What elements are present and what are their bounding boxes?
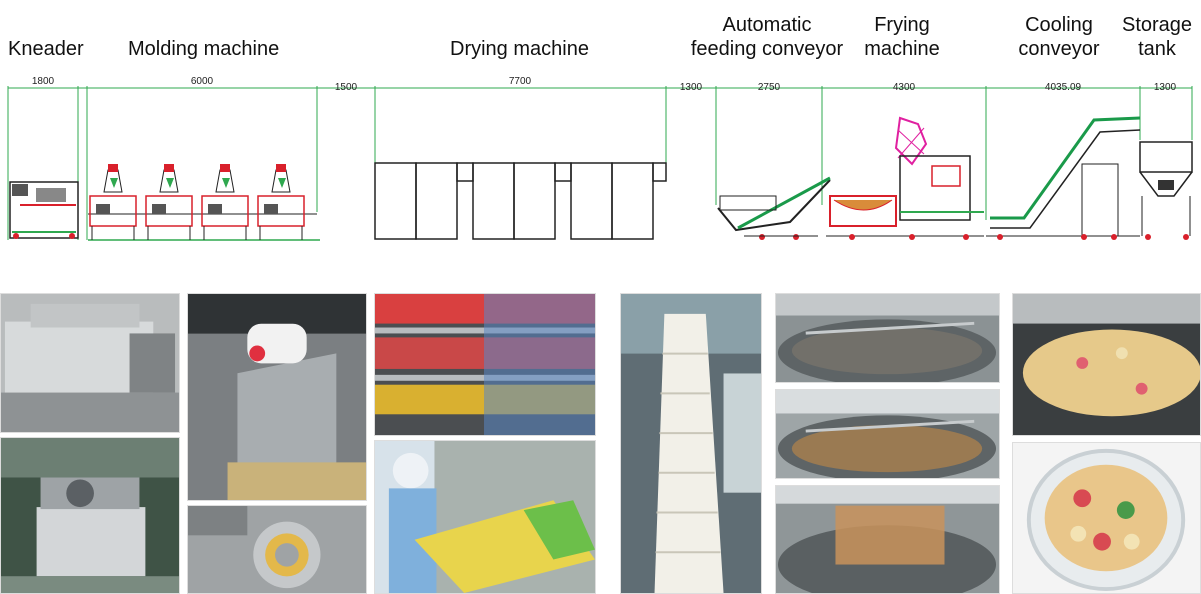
production-line-layout: 1800 6000 1500 7700 1300 2750 4300 4035.… [7, 76, 1193, 241]
kneader-drawing [9, 181, 79, 239]
storage-tank-drawing [1139, 141, 1193, 240]
photo-frying-3 [775, 485, 1000, 594]
stage-label-storage: Storage tank [1122, 14, 1193, 60]
dim-storage: 1300 [1154, 82, 1177, 93]
stage-label-kneader: Kneader [8, 38, 84, 60]
frying-drawing [826, 116, 984, 240]
stage-label-drying: Drying machine [450, 38, 589, 60]
dim-frying: 4300 [893, 82, 916, 93]
dimension-lines [7, 86, 1193, 240]
photo-feeding-conveyor [620, 293, 762, 594]
stage-label-frying: Frying machine [864, 14, 940, 60]
cooling-conveyor-drawing [986, 116, 1141, 240]
photo-drying-trays [374, 293, 596, 436]
dim-gap2: 1300 [680, 82, 703, 93]
photo-drying-operator [374, 440, 596, 594]
dim-kneader: 1800 [32, 76, 55, 87]
drying-drawing [374, 162, 667, 240]
dim-cooling: 4035.09 [1045, 82, 1082, 93]
stage-label-molding: Molding machine [128, 38, 280, 60]
dim-drying: 7700 [509, 76, 532, 87]
photo-frying-1 [775, 293, 1000, 383]
photo-kneader [0, 293, 180, 433]
stage-label-feeding: Automatic feeding conveyor [690, 14, 844, 60]
photo-molding-extruder [0, 437, 180, 594]
photo-frying-2 [775, 389, 1000, 479]
dim-feeding: 2750 [758, 82, 781, 93]
photo-storage-bowl [1012, 442, 1201, 594]
dim-molding: 6000 [191, 76, 214, 87]
molding-drawing [88, 164, 320, 241]
photo-molding-die [187, 505, 367, 594]
dim-gap1: 1500 [335, 82, 358, 93]
photo-molding-cutter [187, 293, 367, 501]
stage-label-cooling: Cooling conveyor [1018, 14, 1100, 60]
feeding-conveyor-drawing [717, 176, 831, 240]
photo-cooling-product [1012, 293, 1201, 436]
